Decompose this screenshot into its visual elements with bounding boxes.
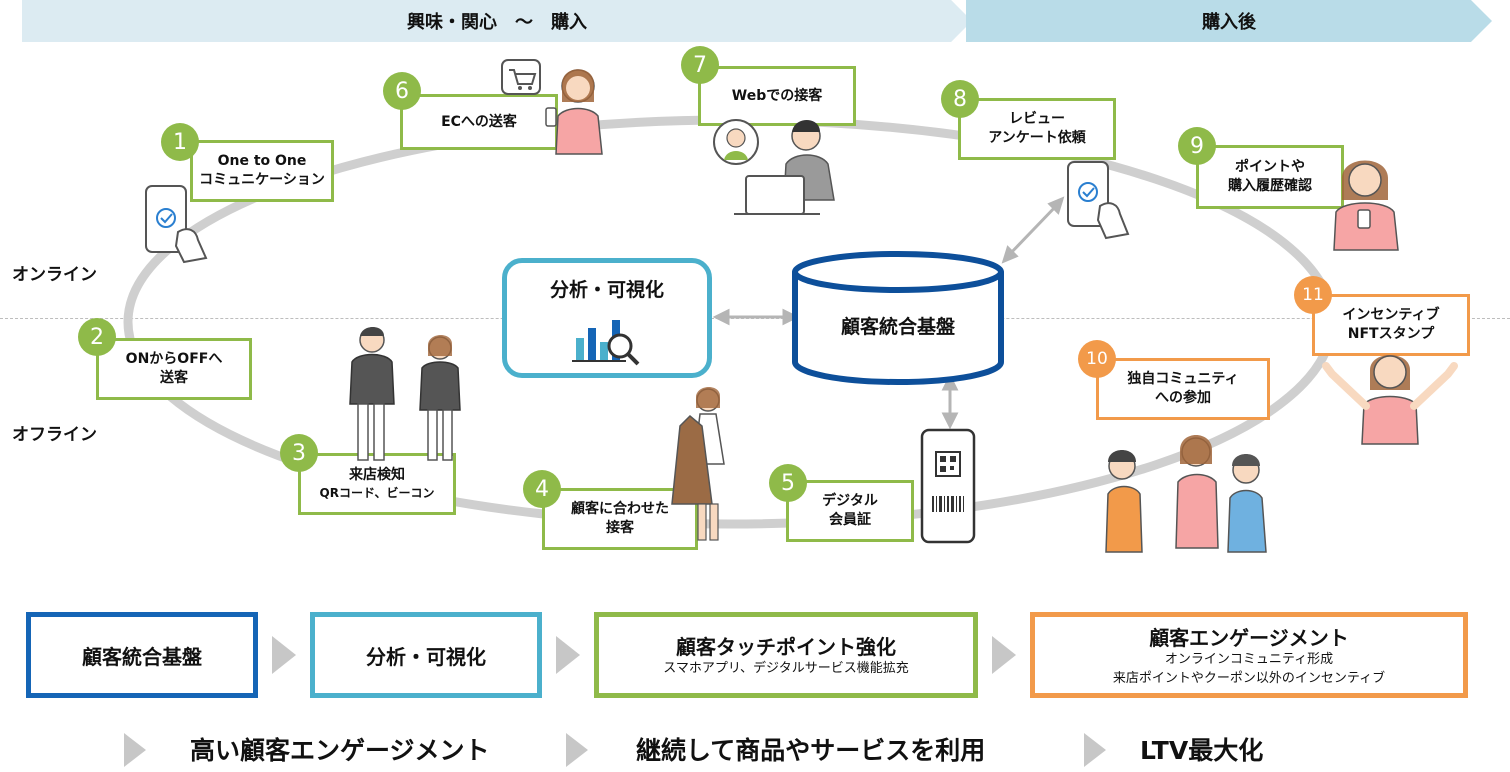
flow-touchpoint-title: 顧客タッチポイント強化 — [676, 635, 896, 660]
step-8-box: レビュー アンケート依頼 — [958, 98, 1116, 160]
step-2-label: ONからOFFへ 送客 — [125, 351, 223, 386]
step-2-box: ONからOFFへ 送客 — [96, 338, 252, 400]
flow-step-analysis: 分析・可視化 — [310, 612, 542, 698]
step-4-number: 4 — [523, 470, 561, 508]
offline-label: オフライン — [12, 425, 97, 445]
step-10-label: 独自コミュニティ への参加 — [1127, 371, 1239, 406]
outcome-continued-use: 継続して商品やサービスを利用 — [636, 736, 986, 765]
outcome-chevron-1 — [124, 733, 146, 767]
online-label: オンライン — [12, 265, 97, 285]
web-operator-icon — [713, 119, 835, 215]
step-9-box: ポイントや 購入履歴確認 — [1196, 145, 1344, 209]
smartphone-hand-icon — [145, 185, 208, 264]
step-11-box: インセンティブ NFTスタンプ — [1312, 294, 1470, 356]
step-9-number: 9 — [1178, 127, 1216, 165]
cheering-woman-icon — [1322, 355, 1458, 445]
step-5-label: デジタル 会員証 — [822, 493, 878, 528]
step-6-number: 6 — [383, 72, 421, 110]
step-1-box: One to One コミュニケーション — [190, 140, 334, 202]
qr-smartphone-icon — [920, 428, 976, 544]
outcome-engagement: 高い顧客エンゲージメント — [190, 736, 490, 765]
phase-post-purchase: 購入後 — [966, 0, 1492, 42]
shopping-woman-icon — [501, 59, 603, 155]
flow-step-touchpoint: 顧客タッチポイント強化 スマホアプリ、デジタルサービス機能拡充 — [594, 612, 978, 698]
coat-staff-icon — [671, 387, 725, 541]
database-cylinder-icon — [792, 251, 1004, 385]
step-6-box: ECへの送客 — [400, 94, 558, 150]
step-3-sub: QRコード、ビーコン — [319, 486, 435, 501]
step-10-box: 独自コミュニティ への参加 — [1096, 358, 1270, 420]
step-9-label: ポイントや 購入履歴確認 — [1228, 159, 1312, 194]
flow-chevron-3 — [992, 636, 1016, 674]
step-1-number: 1 — [161, 123, 199, 161]
flow-touchpoint-sub: スマホアプリ、デジタルサービス機能拡充 — [663, 661, 909, 677]
woman-phone-icon — [1333, 160, 1399, 251]
analysis-box: 分析・可視化 — [502, 258, 712, 378]
analysis-title: 分析・可視化 — [549, 279, 664, 301]
outcome-ltv: LTV最大化 — [1140, 736, 1264, 765]
step-7-box: Webでの接客 — [698, 66, 856, 126]
community-group-icon — [1105, 435, 1267, 553]
store-staff-icon — [349, 327, 461, 461]
flow-step-database: 顧客統合基盤 — [26, 612, 258, 698]
step-8-label: レビュー アンケート依頼 — [988, 111, 1086, 146]
step-3-number: 3 — [280, 434, 318, 472]
step-1-label: One to One コミュニケーション — [199, 153, 325, 188]
step-8-number: 8 — [941, 80, 979, 118]
phase-pre-purchase-label: 興味・関心 ～ 購入 — [407, 12, 587, 33]
flow-chevron-1 — [272, 636, 296, 674]
step-3-label: 来店検知 — [349, 467, 405, 484]
chart-magnifier-icon — [572, 320, 640, 366]
flow-step-engagement: 顧客エンゲージメント オンラインコミュニティ形成 来店ポイントやクーポン以外のイ… — [1030, 612, 1468, 698]
step-7-label: Webでの接客 — [731, 87, 823, 104]
outcome-chevron-2 — [566, 733, 588, 767]
step-5-number: 5 — [769, 464, 807, 502]
flow-chevron-2 — [556, 636, 580, 674]
step-7-number: 7 — [681, 46, 719, 84]
flow-analysis-title: 分析・可視化 — [366, 644, 486, 669]
step-2-number: 2 — [78, 318, 116, 356]
step-10-number: 10 — [1078, 340, 1116, 378]
review-smartphone-icon — [1067, 161, 1130, 240]
flow-database-title: 顧客統合基盤 — [82, 644, 202, 669]
flow-engagement-title: 顧客エンゲージメント — [1149, 626, 1349, 651]
phase-post-purchase-label: 購入後 — [1202, 12, 1256, 33]
database-label: 顧客統合基盤 — [840, 316, 955, 338]
step-5-box: デジタル 会員証 — [786, 480, 914, 542]
step-11-number: 11 — [1294, 276, 1332, 314]
step-4-label: 顧客に合わせた 接客 — [571, 501, 669, 536]
flow-engagement-sub: オンラインコミュニティ形成 来店ポイントやクーポン以外のインセンティブ — [1112, 652, 1386, 686]
phase-pre-purchase: 興味・関心 ～ 購入 — [22, 0, 972, 42]
outcome-chevron-3 — [1084, 733, 1106, 767]
step-6-label: ECへの送客 — [441, 113, 517, 130]
step-11-label: インセンティブ NFTスタンプ — [1342, 307, 1440, 342]
